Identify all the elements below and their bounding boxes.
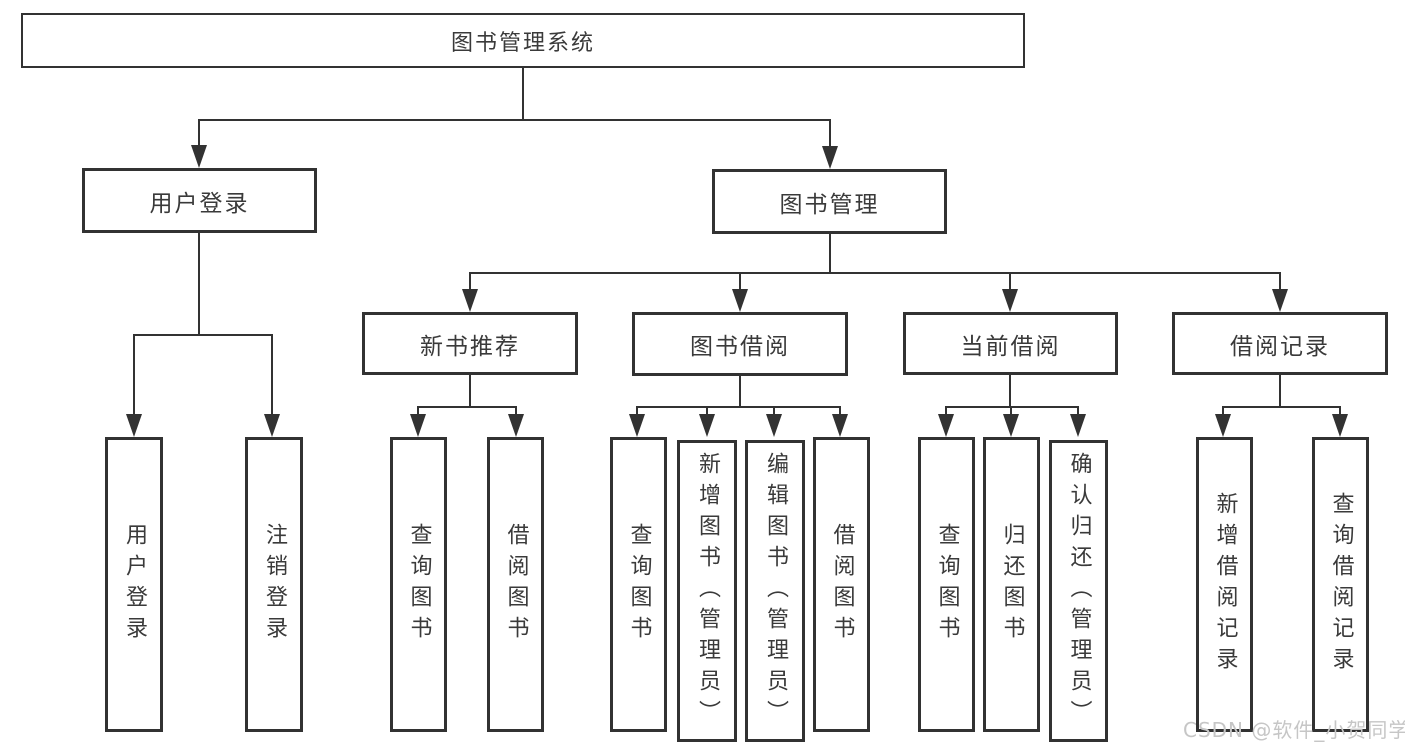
node-label: 用户登录: [149, 190, 250, 217]
connector-line: [515, 406, 517, 418]
connector-line: [469, 375, 471, 408]
connector-line: [198, 119, 831, 121]
arrow-down-icon: [410, 414, 426, 437]
connector-line: [773, 406, 775, 418]
connector-line: [1279, 375, 1281, 408]
connector-line: [1009, 272, 1011, 290]
leaf-confirm-return-admin: 确认归还（管理员）: [1049, 440, 1108, 742]
leaf-label: 查询图书: [626, 522, 652, 647]
connector-line: [945, 406, 947, 418]
arrow-down-icon: [1215, 414, 1231, 437]
connector-line: [1010, 406, 1012, 418]
connector-line: [469, 272, 471, 290]
connector-line: [198, 232, 200, 336]
leaf-add-borrow-record: 新增借阅记录: [1196, 437, 1253, 732]
leaf-label: 查询图书: [934, 522, 960, 647]
leaf-label: 用户登录: [122, 522, 147, 647]
leaf-user-login: 用户登录: [105, 437, 163, 732]
connector-line: [470, 272, 1281, 274]
connector-line: [1222, 406, 1224, 418]
connector-line: [522, 68, 524, 120]
arrow-down-icon: [1272, 289, 1288, 312]
node-borrowing-records: 借阅记录: [1172, 312, 1388, 375]
connector-line: [1077, 406, 1079, 418]
arrow-down-icon: [264, 414, 280, 437]
leaf-return-books: 归还图书: [983, 437, 1040, 732]
arrow-down-icon: [1070, 414, 1086, 437]
leaf-query-borrow-record: 查询借阅记录: [1312, 437, 1369, 732]
leaf-query-books-current: 查询图书: [918, 437, 975, 732]
node-label: 图书借阅: [690, 334, 790, 360]
leaf-label: 新增图书（管理员）: [695, 451, 720, 731]
connector-line: [829, 233, 831, 274]
leaf-label: 注销登录: [262, 522, 287, 647]
connector-line: [1223, 406, 1341, 408]
leaf-add-book-admin: 新增图书（管理员）: [677, 440, 737, 742]
connector-line: [133, 334, 135, 414]
arrow-down-icon: [699, 414, 715, 437]
leaf-label: 确认归还（管理员）: [1066, 451, 1092, 731]
node-label: 借阅记录: [1230, 333, 1330, 360]
node-current-borrowing: 当前借阅: [903, 312, 1118, 375]
connector-line: [1279, 272, 1281, 290]
arrow-down-icon: [1002, 289, 1018, 312]
connector-line: [418, 406, 517, 408]
arrow-down-icon: [191, 145, 207, 168]
connector-line: [636, 406, 638, 418]
connector-line: [1339, 406, 1341, 418]
connector-line: [271, 334, 273, 414]
node-new-book-recommend: 新书推荐: [362, 312, 578, 375]
leaf-borrow-books-recommend: 借阅图书: [487, 437, 544, 732]
node-root-library-system: 图书管理系统: [21, 13, 1025, 68]
arrow-down-icon: [1332, 414, 1348, 437]
leaf-borrow-books: 借阅图书: [813, 437, 870, 732]
arrow-down-icon: [732, 289, 748, 312]
node-book-management: 图书管理: [712, 169, 947, 234]
node-label: 图书管理: [779, 191, 880, 218]
node-book-borrowing: 图书借阅: [632, 312, 848, 376]
csdn-watermark: CSDN @软件_小贺同学: [1183, 718, 1405, 742]
arrow-down-icon: [938, 414, 954, 437]
arrow-down-icon: [832, 414, 848, 437]
connector-line: [739, 272, 741, 290]
arrow-down-icon: [462, 289, 478, 312]
leaf-label: 归还图书: [999, 522, 1025, 647]
node-user-login: 用户登录: [82, 168, 317, 233]
connector-line: [198, 119, 200, 150]
node-label: 图书管理系统: [450, 30, 595, 56]
node-label: 新书推荐: [420, 333, 520, 360]
connector-line: [1009, 375, 1011, 408]
leaf-label: 借阅图书: [503, 522, 529, 647]
leaf-label: 查询借阅记录: [1328, 491, 1354, 678]
connector-line: [739, 376, 741, 408]
connector-line: [829, 119, 831, 150]
leaf-label: 借阅图书: [829, 522, 855, 647]
arrow-down-icon: [126, 414, 142, 437]
arrow-down-icon: [508, 414, 524, 437]
arrow-down-icon: [766, 414, 782, 437]
leaf-edit-book-admin: 编辑图书（管理员）: [745, 440, 805, 742]
connector-line: [417, 406, 419, 418]
arrow-down-icon: [1003, 414, 1019, 437]
leaf-label: 编辑图书（管理员）: [763, 451, 788, 731]
leaf-label: 新增借阅记录: [1212, 491, 1238, 678]
leaf-query-books-borrow: 查询图书: [610, 437, 667, 732]
connector-line: [637, 406, 841, 408]
node-label: 当前借阅: [960, 333, 1061, 360]
connector-line: [706, 406, 708, 418]
arrow-down-icon: [822, 146, 838, 169]
leaf-query-books-recommend: 查询图书: [390, 437, 447, 732]
arrow-down-icon: [629, 414, 645, 437]
leaf-logout: 注销登录: [245, 437, 303, 732]
leaf-label: 查询图书: [406, 522, 432, 647]
connector-line: [839, 406, 841, 418]
connector-line: [946, 406, 1079, 408]
connector-line: [134, 334, 273, 336]
